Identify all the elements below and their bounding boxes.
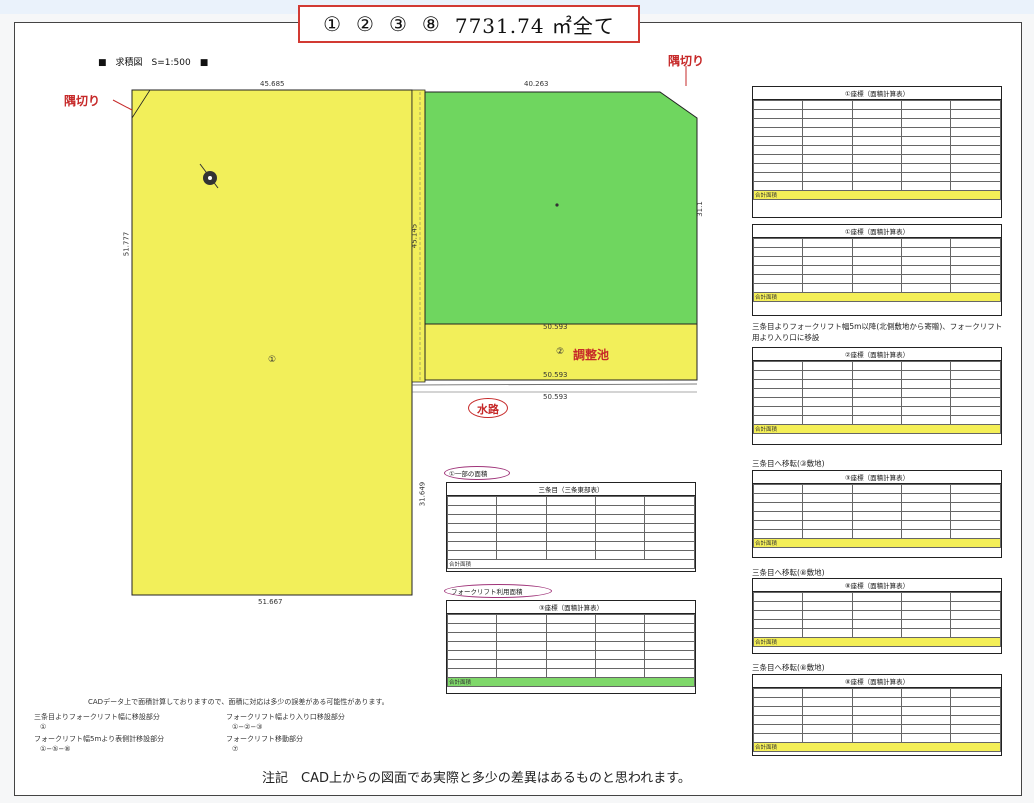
parcel-green <box>424 91 698 325</box>
remark-note: 注記 CAD上からの図面であ実際と多少の差異はあるものと思われます。 <box>262 771 691 786</box>
total-area: 7731.74 ㎡全て <box>454 13 615 38</box>
table-coord-3-caption: ②座標（面積計算表） <box>753 348 1001 361</box>
table-mid-1-total: 合計面積 <box>447 559 695 569</box>
footer-col1-d: ①−⑤−⑧ <box>40 745 71 753</box>
dim-green-right: 31.1 <box>695 201 704 217</box>
table-coord-4-grid: 合計面積 <box>752 484 1001 548</box>
dim-green-bottom: 50.593 <box>543 323 568 331</box>
table-coord-6: ⑧座標（面積計算表） 合計面積 <box>752 674 1002 756</box>
label-four: 三条目へ移転(⑧敷地) <box>752 568 825 577</box>
table-mid-2: ③座標（面積計算表） 合計面積 <box>446 600 696 694</box>
footer-col2-b: ①−②−③ <box>232 723 263 731</box>
parcel-8: ⑧ <box>421 12 441 36</box>
table-coord-4-caption: ③座標（面積計算表） <box>753 471 1001 484</box>
table-coord-2-caption: ①座標（面積計算表） <box>753 225 1001 238</box>
dim-mid-vertical: 45.145 <box>410 223 419 249</box>
footer-col1-b: ① <box>40 723 47 731</box>
table-coord-4-total: 合計面積 <box>753 538 1001 548</box>
parcel-yellow-strip <box>411 89 426 383</box>
plan-title: ■ 求積図 S=1:500 ■ <box>98 58 209 68</box>
dim-top-right: 40.263 <box>524 80 549 88</box>
table-coord-2-total: 合計面積 <box>753 292 1001 302</box>
dim-waterway: 50.593 <box>543 393 568 401</box>
parcel-3: ③ <box>388 12 408 36</box>
parcel-1: ① <box>323 12 343 36</box>
footer-col1-a: 三条目よりフォークリフト幅に移設部分 <box>34 713 160 721</box>
corner-cut-right-label: 隅切り <box>668 54 705 68</box>
compass-icon <box>199 163 219 189</box>
table-coord-4: ③座標（面積計算表） 合計面積 <box>752 470 1002 558</box>
footer-col2-a: フォークリフト幅より入り口移設部分 <box>226 713 345 721</box>
table-coord-6-grid: 合計面積 <box>752 688 1001 752</box>
table-coord-3-grid: 合計面積 <box>752 361 1001 434</box>
table-mid-2-grid: 合計面積 <box>446 614 695 687</box>
table-coord-1-total: 合計面積 <box>753 190 1001 200</box>
table-mid-2-total: 合計面積 <box>447 677 695 687</box>
footer-col2-c: フォークリフト移動部分 <box>226 735 303 743</box>
parcel-2: ② <box>356 12 375 36</box>
table-coord-1-grid: 合計面積 <box>752 100 1001 200</box>
table-mid-1: 三条目（三条東部表） 合計面積 <box>446 482 696 572</box>
corner-cut-left-label: 隅切り <box>64 94 101 108</box>
centroid-marker <box>555 203 559 207</box>
table-coord-3: ②座標（面積計算表） 合計面積 <box>752 347 1002 445</box>
footer-col2-d: ⑦ <box>232 745 239 753</box>
table-coord-6-caption: ⑧座標（面積計算表） <box>753 675 1001 688</box>
label-five: 三条目へ移転(⑧敷地) <box>752 663 825 672</box>
table-mid-1-caption: 三条目（三条東部表） <box>447 483 695 496</box>
table-coord-5-total: 合計面積 <box>753 637 1001 647</box>
cad-note: CADデータ上で面積計算しておりますので、面積に対応は多少の誤差がある可能性があ… <box>88 698 389 706</box>
adjacent-pond-label: 調整池 <box>573 348 610 362</box>
footer-col1-c: フォークリフト幅5mより表側計移設部分 <box>34 735 165 743</box>
table-coord-3-total: 合計面積 <box>753 424 1001 434</box>
dim-top-left: 45.685 <box>260 80 285 88</box>
arrow-left <box>112 99 133 111</box>
table-mid-1-grid: 合計面積 <box>446 496 695 569</box>
table-coord-5: ⑧座標（面積計算表） 合計面積 <box>752 578 1002 654</box>
table-mid-2-caption: ③座標（面積計算表） <box>447 601 695 614</box>
area-title-box: ① ② ③ ⑧ 7731.74 ㎡全て <box>298 5 640 43</box>
dim-bottom: 51.667 <box>258 598 283 606</box>
table-coord-1: ①座標（面積計算表） 合計面積 <box>752 86 1002 218</box>
parcel-yellow-large <box>131 89 413 596</box>
parcel-two-label: ② <box>556 347 565 357</box>
dim-right-side: 31.649 <box>418 481 427 507</box>
mid1-label: ①一部の面積 <box>444 466 510 480</box>
forklift-note: 三条目よりフォークリフト幅5m以降(北側敷地から寄贈)、フォークリフト用より入り… <box>752 322 1003 342</box>
corner-cut-left <box>131 89 151 119</box>
table-coord-1-caption: ①座標（面積計算表） <box>753 87 1001 100</box>
table-coord-2-grid: 合計面積 <box>752 238 1001 302</box>
waterway-line <box>411 383 698 386</box>
table-coord-5-grid: 合計面積 <box>752 592 1001 647</box>
dim-left-side: 51.777 <box>122 231 131 257</box>
table-coord-6-total: 合計面積 <box>753 742 1001 752</box>
dim-yellow-small: 50.593 <box>543 371 568 379</box>
table-coord-5-caption: ⑧座標（面積計算表） <box>753 579 1001 592</box>
parcel-one-label: ① <box>268 355 277 365</box>
label-three: 三条目へ移転(③敷地) <box>752 459 825 468</box>
mid2-label: フォークリフト利用面積 <box>444 584 552 598</box>
parcel-yellow-pond <box>424 323 698 381</box>
waterway-label: 水路 <box>468 398 508 418</box>
table-coord-2: ①座標（面積計算表） 合計面積 <box>752 224 1002 316</box>
